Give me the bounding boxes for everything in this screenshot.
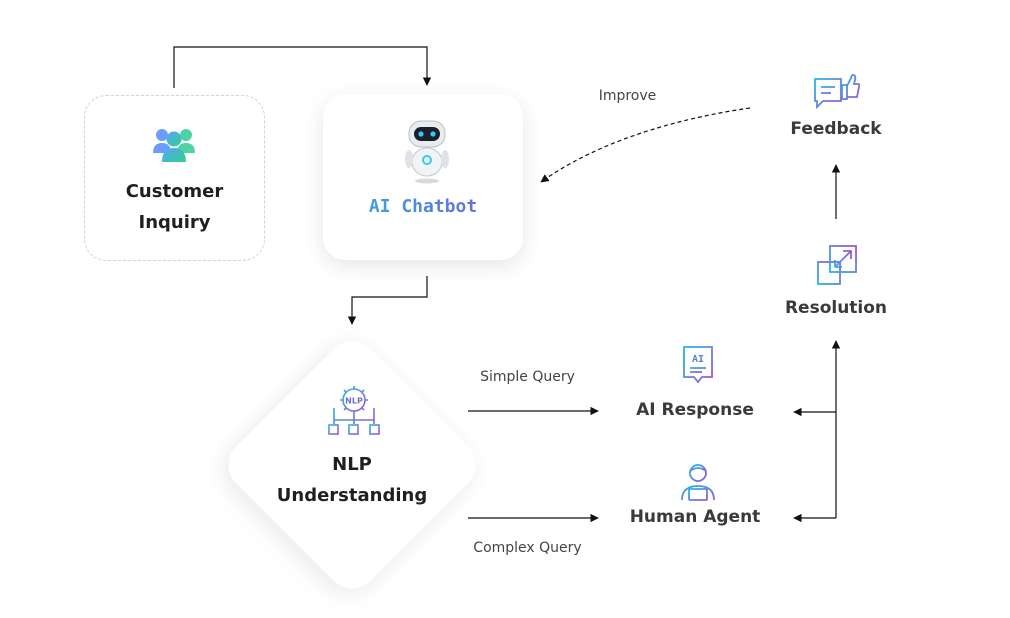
improve-label: Improve (598, 88, 657, 104)
feedback-label: Feedback (790, 119, 882, 139)
ai-response-label: AI Response (636, 400, 754, 420)
chat-thumbs-up-icon (814, 73, 860, 110)
nlp-understanding-line-1: NLP (332, 454, 372, 475)
complex-query-label: Complex Query (473, 540, 582, 556)
nlp-understanding-line-2: Understanding (276, 485, 428, 506)
customer-inquiry-line-1: Customer (125, 181, 224, 202)
edge-inquiry-to-chatbot (173, 46, 432, 88)
human-agent-label: Human Agent (629, 507, 761, 527)
robot-icon (405, 120, 449, 184)
customer-inquiry-line-2: Inquiry (138, 212, 211, 233)
customer-inquiry-label: Customer Inquiry (84, 176, 265, 238)
edge-chatbot-to-nlp (347, 276, 428, 325)
edge-improve (540, 107, 751, 183)
customer-inquiry-node (84, 95, 265, 261)
svg-text:NLP: NLP (345, 397, 363, 406)
simple-query-label: Simple Query (480, 369, 575, 385)
ai-document-icon: AI (683, 346, 713, 384)
svg-text:AI: AI (692, 354, 704, 365)
users-group-icon (153, 129, 195, 162)
nlp-network-icon: NLP (328, 386, 380, 435)
expand-arrows-icon (817, 245, 857, 285)
support-agent-icon (681, 464, 715, 501)
nlp-understanding-label: NLP Understanding (257, 449, 447, 511)
ai-chatbot-label: AI Chatbot (323, 196, 523, 217)
resolution-label: Resolution (784, 298, 888, 318)
